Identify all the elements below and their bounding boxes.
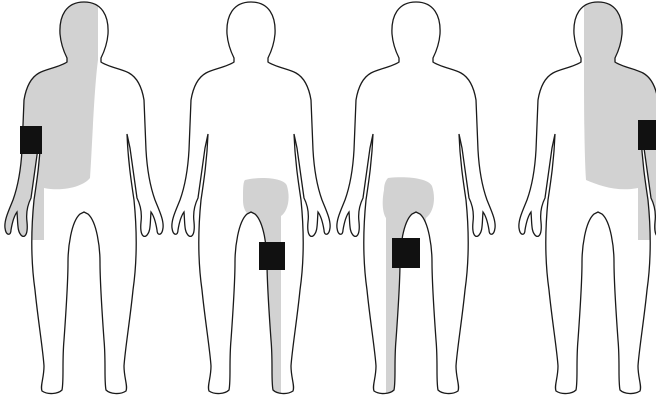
tourniquet-band-1	[20, 126, 42, 154]
body-figure-2	[172, 2, 330, 399]
body-figure-1	[0, 0, 163, 394]
tourniquet-band-2	[259, 242, 285, 270]
tourniquet-band-4	[638, 120, 656, 150]
tourniquet-band-3	[392, 238, 420, 268]
body-figure-3	[337, 2, 495, 399]
shaded-region-2	[243, 178, 289, 399]
shaded-region-3	[383, 177, 434, 399]
shaded-region-1	[0, 0, 98, 240]
body-figure-4	[519, 0, 656, 394]
